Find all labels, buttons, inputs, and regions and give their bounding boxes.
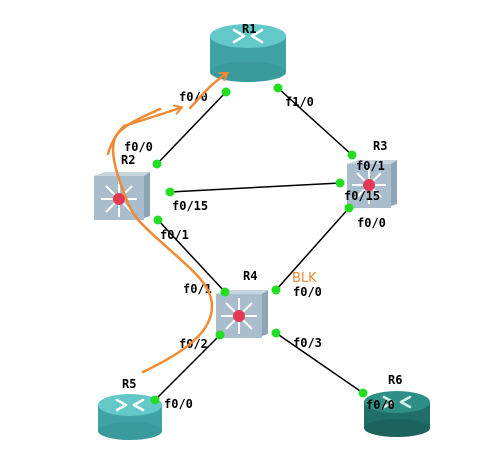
link-r1-r2 xyxy=(156,91,227,165)
port-dot-r4-f0-0 xyxy=(271,285,281,295)
port-dot-r1-f1-0 xyxy=(273,83,283,93)
traffic-path-arrow-upper xyxy=(106,108,180,156)
link-r3-r4 xyxy=(275,207,350,291)
r5-router-icon[interactable] xyxy=(98,394,162,440)
port-dots xyxy=(150,83,368,405)
r4-switch-icon[interactable] xyxy=(216,290,268,338)
traffic-path-hook xyxy=(188,74,226,110)
port-dot-r1-f0-0 xyxy=(221,87,231,97)
port-label-r4-f0-3: f0/3 xyxy=(293,336,322,350)
r3-label: R3 xyxy=(373,139,387,153)
r6-router-icon[interactable] xyxy=(364,391,430,437)
link-r4-r6 xyxy=(275,332,364,394)
r4-label: R4 xyxy=(243,269,257,283)
r2-switch-icon[interactable] xyxy=(94,172,150,220)
port-label-r2-f0-1: f0/1 xyxy=(160,228,189,242)
r3-switch-icon[interactable] xyxy=(347,160,397,208)
port-dot-r4-f0-1 xyxy=(220,287,230,297)
port-label-r2-f0-0: f0/0 xyxy=(124,140,153,154)
port-label-r3-f0-0: f0/0 xyxy=(357,216,386,230)
port-dot-r4-f0-2 xyxy=(215,330,225,340)
blocked-port-label: BLK xyxy=(292,271,317,286)
port-dot-r3-f0-15 xyxy=(335,178,345,188)
port-label-r2-f0-15: f0/15 xyxy=(172,199,208,213)
port-label-r3-f0-15: f0/15 xyxy=(344,189,380,203)
port-dot-r5-f0-0 xyxy=(150,395,160,405)
port-label-r1-f0-0: f0/0 xyxy=(179,90,208,104)
link-r4-r5 xyxy=(154,334,221,401)
link-r2-r3 xyxy=(169,182,341,193)
port-dot-r4-f0-3 xyxy=(271,328,281,338)
port-dot-r6-f0-0 xyxy=(358,388,368,398)
r5-label: R5 xyxy=(122,377,136,391)
link-r1-r3 xyxy=(277,87,353,156)
port-dot-r3-f0-0 xyxy=(344,203,354,213)
link-r2-r4 xyxy=(157,219,226,293)
port-label-r6-f0-0: f0/0 xyxy=(366,398,395,412)
port-dot-r2-f0-1 xyxy=(153,215,163,225)
r2-label: R2 xyxy=(121,153,135,167)
port-label-r3-f0-1: f0/1 xyxy=(356,159,385,173)
links xyxy=(154,87,364,401)
port-label-r5-f0-0: f0/0 xyxy=(164,397,193,411)
port-dot-r3-f0-1 xyxy=(347,150,357,160)
port-dot-r2-f0-15 xyxy=(165,187,175,197)
r1-label: R1 xyxy=(242,22,256,36)
r6-label: R6 xyxy=(388,373,402,387)
port-label-r1-f1-0: f1/0 xyxy=(285,95,314,109)
port-dot-r2-f0-0 xyxy=(152,159,162,169)
port-label-r4-f0-0: f0/0 xyxy=(293,285,322,299)
